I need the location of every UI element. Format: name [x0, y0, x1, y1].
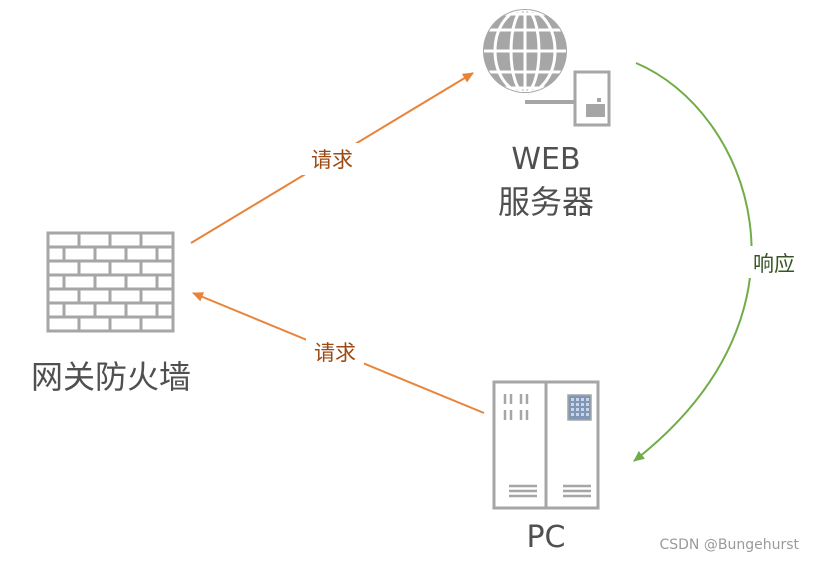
firewall-label: 网关防火墙 — [31, 358, 191, 396]
web-server-label-line2: 服务器 — [498, 183, 594, 221]
pc-label: PC — [526, 520, 565, 555]
edge-label-bg-top — [302, 143, 360, 175]
edge-label-pc-to-firewall: 请求 — [314, 341, 356, 365]
edge-label-firewall-to-server: 请求 — [311, 148, 353, 172]
edge-server-to-pc — [633, 62, 753, 462]
edge-label-bg-bottom — [306, 335, 364, 367]
watermark-text: CSDN @Bungehurst — [659, 537, 799, 553]
web-server-tower-icon — [525, 70, 611, 127]
pc-tower-icon — [492, 380, 600, 510]
edge-label-bg-right — [745, 246, 803, 278]
web-server-label-line1: WEB — [511, 142, 580, 177]
firewall-brick-icon — [46, 231, 175, 333]
edge-label-server-to-pc: 响应 — [753, 252, 795, 276]
web-server-globe-icon — [483, 9, 567, 93]
